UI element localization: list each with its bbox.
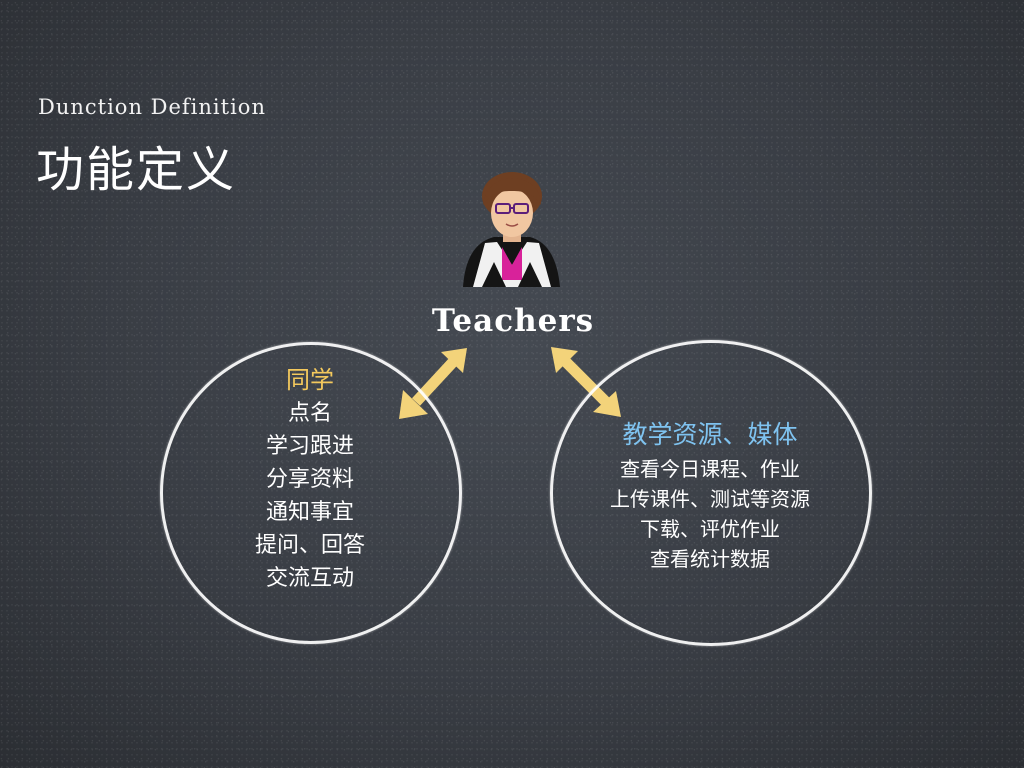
resources-item-view-courses: 查看今日课程、作业 xyxy=(620,457,800,481)
resources-item-statistics: 查看统计数据 xyxy=(650,547,770,571)
students-item-interaction: 交流互动 xyxy=(265,566,354,591)
resources-function-list: 教学资源、媒体 查看今日课程、作业 上传课件、测试等资源 下载、评优作业 查看统… xyxy=(570,420,850,574)
students-item-share-materials: 分享资料 xyxy=(265,467,354,492)
resources-heading: 教学资源、媒体 xyxy=(622,420,798,449)
students-item-learning-follow-up: 学习跟进 xyxy=(265,434,354,459)
students-heading: 同学 xyxy=(286,366,334,394)
students-item-questions-answers: 提问、回答 xyxy=(254,533,365,558)
students-function-list: 同学 点名 学习跟进 分享资料 通知事宜 提问、回答 交流互动 xyxy=(200,364,420,595)
teacher-avatar-icon xyxy=(463,172,560,287)
students-circle xyxy=(160,342,462,644)
resources-circle xyxy=(550,340,872,646)
students-item-roll-call: 点名 xyxy=(287,401,332,426)
page-subtitle: Dunction Definition xyxy=(38,95,266,119)
resources-item-download-grade: 下载、评优作业 xyxy=(640,517,780,541)
page-title: 功能定义 xyxy=(36,142,237,198)
teachers-label: Teachers xyxy=(431,303,595,339)
resources-item-upload: 上传课件、测试等资源 xyxy=(610,487,810,511)
students-item-notifications: 通知事宜 xyxy=(265,500,354,525)
